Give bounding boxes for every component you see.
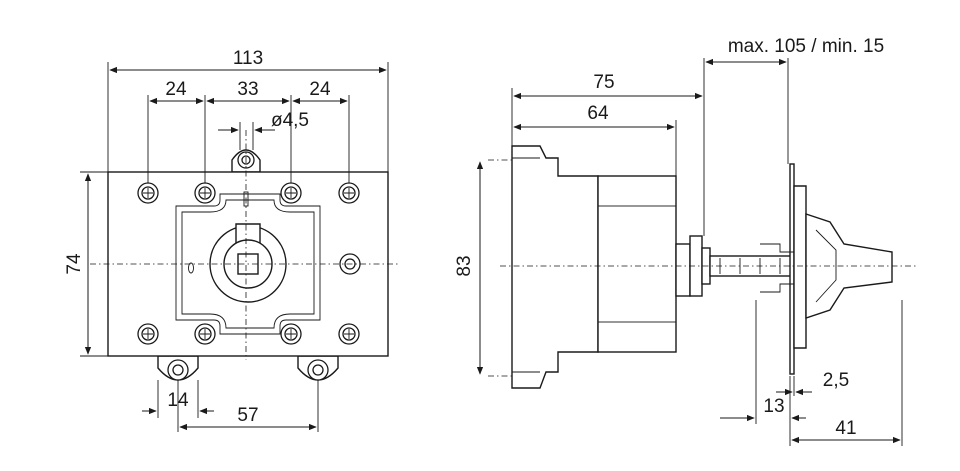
indicator-slot [188, 262, 194, 274]
front-extension-lines [80, 62, 389, 432]
side-extension-lines [511, 58, 903, 446]
handle-flange [793, 185, 807, 349]
terminal-screws [137, 182, 360, 345]
inner-frame [175, 193, 321, 335]
dim-label-24-left: 24 [165, 79, 187, 100]
dim-label-33: 33 [237, 79, 258, 100]
dim-label-13: 13 [763, 396, 784, 417]
bottom-left-mounting-ear [157, 355, 199, 381]
front-view: 113 24 33 24 ø4,5 74 14 57 [64, 48, 400, 432]
dim-label-74: 74 [64, 253, 85, 275]
dim-label-hole-diameter: ø4,5 [271, 110, 309, 131]
dim-label-24-right: 24 [309, 79, 331, 100]
dim-label-57: 57 [237, 405, 258, 426]
dim-label-14: 14 [167, 390, 189, 411]
dim-label-113: 113 [233, 48, 263, 69]
dim-label-panel-range: max. 105 / min. 15 [728, 36, 884, 57]
side-rear-body [511, 145, 599, 389]
side-view: max. 105 / min. 15 75 64 83 2,5 13 41 [454, 36, 916, 446]
bottom-right-mounting-ear [297, 355, 339, 381]
dim-label-75: 75 [593, 72, 614, 93]
dim-label-2-5: 2,5 [823, 370, 849, 391]
dim-label-64: 64 [587, 103, 609, 124]
position-mark [243, 191, 249, 207]
rotary-handle [805, 213, 893, 319]
dim-label-41: 41 [835, 418, 856, 439]
dim-label-83: 83 [454, 255, 475, 276]
side-mid-body [597, 175, 677, 353]
